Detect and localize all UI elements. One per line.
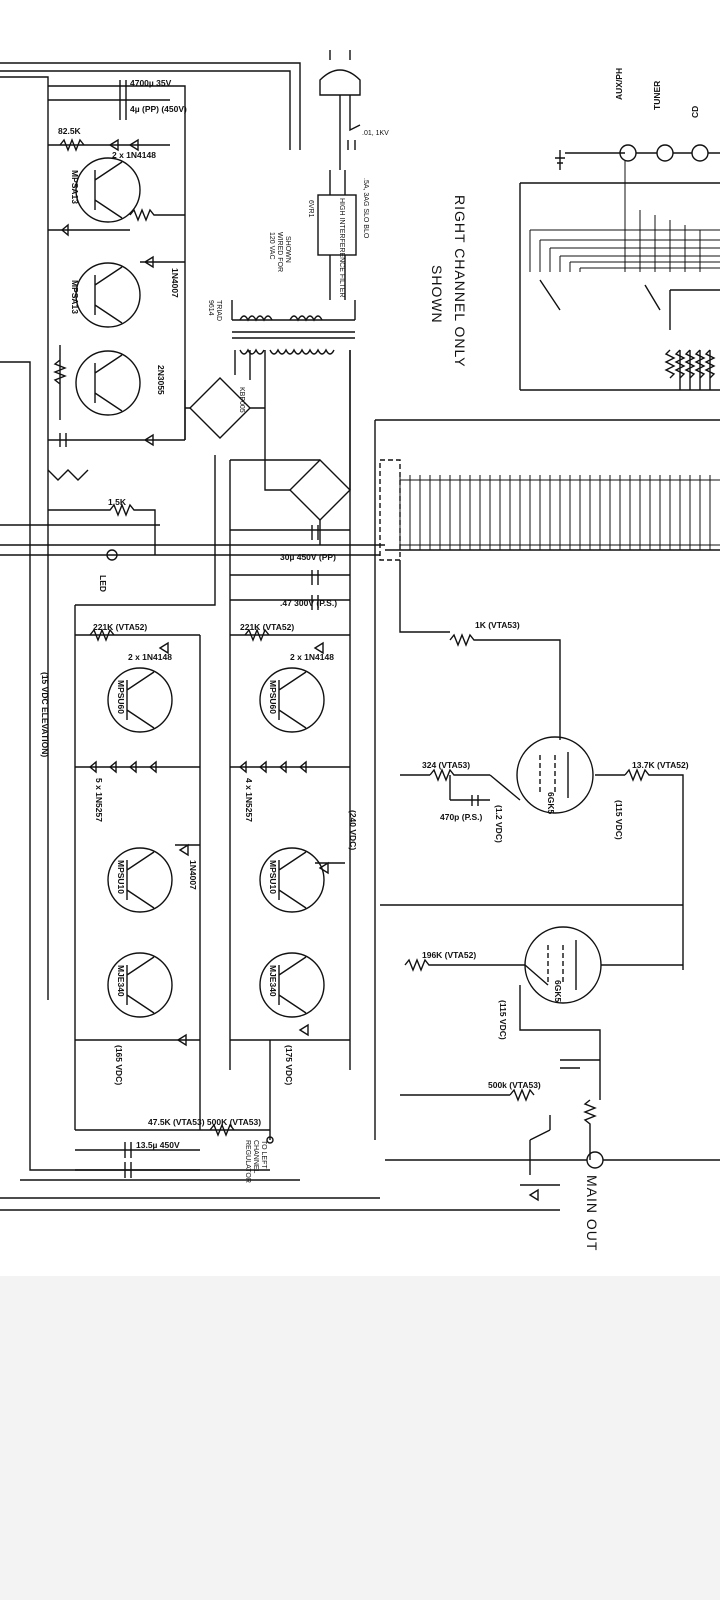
label-q3: MPSU10 (116, 860, 126, 894)
label-r5: 500k (VTA53) (488, 1080, 541, 1090)
label-c1: 470p (P.S.) (440, 812, 483, 822)
transistor-q2 (259, 667, 325, 733)
input-label-aux: AUX/PH (614, 68, 624, 100)
label-v1: (1.2 VDC) (494, 805, 504, 843)
label-c2: 13.5µ 450V (136, 1140, 180, 1150)
label-d1: 2 x 1N4148 (128, 652, 172, 662)
label-v4: (240 VDC) (348, 810, 358, 850)
label-led: LED (98, 575, 108, 592)
label-c5: 4700µ 35V (130, 78, 172, 88)
transistor-q7 (75, 350, 141, 416)
transformer-name: TRIAD (215, 300, 222, 321)
filter-code: 6VR1 (307, 200, 314, 218)
label-r2: 13.7K (VTA52) (632, 760, 689, 770)
label-q5: MJE340 (116, 965, 126, 997)
label-c3: 30µ 450V (PP) (280, 552, 336, 562)
transistor-q4 (259, 847, 325, 913)
label-c4: .47 300V (P.S.) (280, 598, 337, 608)
filter-name: HIGH INTERFERENCE FILTER (338, 198, 345, 297)
elevation-label: (15 VDC ELEVATION) (40, 672, 50, 757)
label-t2: 6GK5 (553, 980, 563, 1002)
tube-stages (380, 560, 720, 1202)
filter-note2: WIRED FOR (276, 232, 283, 272)
transistor-q9 (75, 262, 141, 328)
input-selector (374, 144, 720, 1140)
input-label-cd: CD (690, 106, 700, 118)
label-d2: 2 x 1N4148 (290, 652, 334, 662)
upper-regulator (47, 80, 186, 561)
label-c6: 4µ (PP) (450V) (130, 104, 187, 114)
label-r8: 221K (VTA52) (240, 622, 294, 632)
to-left-line2: CHANNEL (252, 1140, 259, 1174)
schematic-sheet: RIGHT CHANNEL ONLY SHOWN MAIN OUT AUX/PH… (0, 0, 720, 1276)
lower-regulators (74, 605, 350, 1178)
led-indicator (106, 549, 118, 561)
jack-tuner (656, 144, 674, 162)
label-d4: 1N4007 (188, 860, 198, 890)
input-label-tuner: TUNER (652, 81, 662, 110)
filter-note3: 120 VAC (268, 232, 275, 260)
label-t1: 6GK5 (546, 792, 556, 814)
label-r10: 1.5K (108, 497, 127, 507)
label-d3: 1N4007 (170, 268, 180, 298)
ac-plug-icon (319, 69, 361, 96)
label-q1: MPSU60 (116, 680, 126, 714)
label-q8: MPSA13 (70, 280, 80, 314)
label-r3: 324 (VTA53) (422, 760, 470, 770)
label-q7: 2N3055 (156, 365, 166, 395)
jack-cd (691, 144, 709, 162)
labels: RIGHT CHANNEL ONLY SHOWN MAIN OUT AUX/PH… (40, 68, 700, 1252)
label-r6: 47.5K (VTA53) 500K (VTA53) (148, 1117, 261, 1127)
bridge-rectifier-2 (289, 459, 351, 521)
label-r1: 1K (VTA53) (475, 620, 520, 630)
bridge-label: KBP005 (238, 387, 245, 413)
bridge-rectifier-1 (189, 377, 251, 439)
title-note-line2: SHOWN (429, 265, 445, 324)
title-note-line1: RIGHT CHANNEL ONLY (452, 195, 468, 368)
label-v2: (115 VDC) (614, 800, 624, 840)
transformer-part: 9614 (207, 300, 214, 316)
label-r7: 221K (VTA52) (93, 622, 147, 632)
power-supply (75, 50, 361, 1070)
label-d5: 5 x 1N5257 (94, 778, 104, 822)
schematic-diagram: RIGHT CHANNEL ONLY SHOWN MAIN OUT AUX/PH… (0, 50, 720, 1252)
label-v3: (115 VDC) (498, 1000, 508, 1040)
label-d7: 2 x 1N4148 (112, 150, 156, 160)
label-r9: 82.5K (58, 126, 82, 136)
transistor-q3 (107, 847, 173, 913)
transistor-q1 (107, 667, 173, 733)
transistor-q6 (259, 952, 325, 1018)
label-d6: 4 x 1N5257 (244, 778, 254, 822)
transistor-q8 (75, 157, 141, 223)
cap-ac-label: .01, 1KV (362, 130, 389, 137)
tube-v1 (516, 736, 594, 814)
filter-note1: SHOWN (284, 236, 291, 263)
to-left-line3: REGULATOR (244, 1140, 251, 1183)
transistor-q5 (107, 952, 173, 1018)
label-q6: MJE340 (268, 965, 278, 997)
label-q9: MPSA13 (70, 170, 80, 204)
label-v5: (175 VDC) (284, 1045, 294, 1085)
main-out-label: MAIN OUT (584, 1175, 600, 1251)
label-v6: (165 VDC) (114, 1045, 124, 1085)
fuse-label: .5A, 3AG SLO BLO (362, 178, 369, 239)
label-q4: MPSU10 (268, 860, 278, 894)
to-left-line1: TO LEFT (260, 1140, 267, 1169)
label-r4: 196K (VTA52) (422, 950, 476, 960)
label-q2: MPSU60 (268, 680, 278, 714)
line-filter-box (317, 194, 357, 256)
